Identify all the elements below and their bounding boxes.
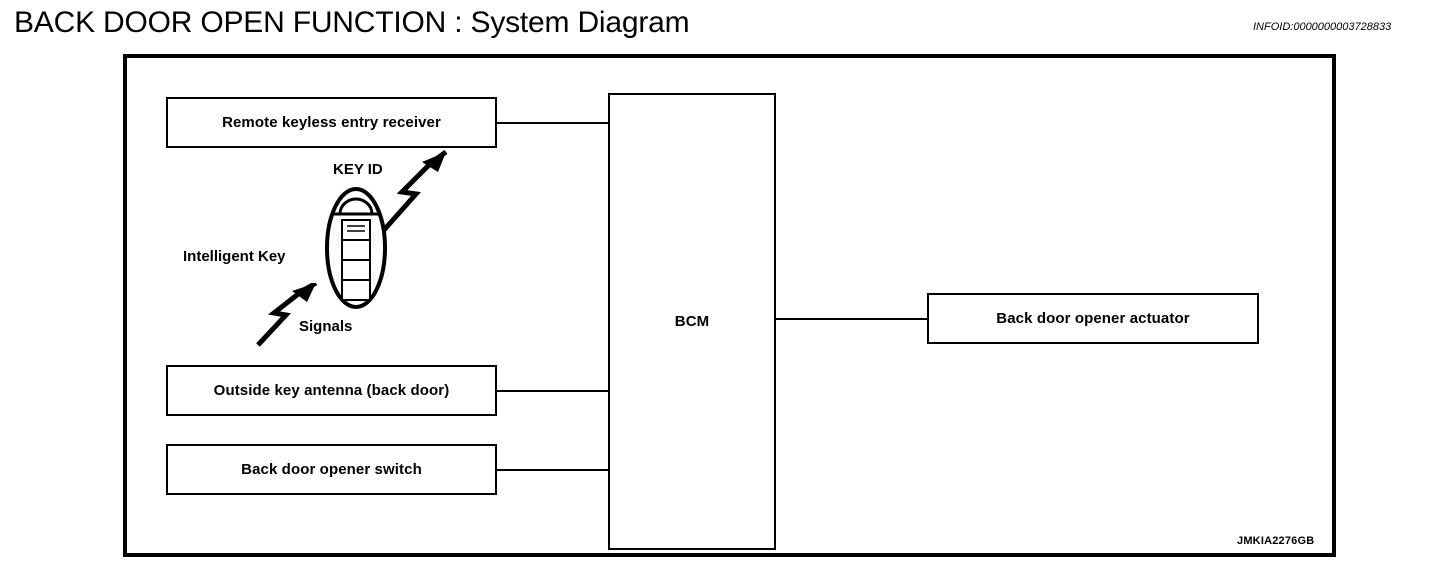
wire-bcm-to-actuator <box>776 318 929 320</box>
figure-code: JMKIA2276GB <box>1237 535 1315 547</box>
signal-arrow-icon <box>382 150 448 232</box>
block-back-door-opener-switch: Back door opener switch <box>166 444 497 495</box>
key-id-label: KEY ID <box>333 161 383 178</box>
wire-receiver-to-bcm <box>497 122 610 124</box>
block-bcm: BCM <box>608 93 776 550</box>
block-label: Remote keyless entry receiver <box>222 113 441 131</box>
block-remote-keyless-entry-receiver: Remote keyless entry receiver <box>166 97 497 148</box>
signal-arrow-icon <box>256 283 318 347</box>
infoid-label: INFOID:0000000003728833 <box>1253 21 1392 33</box>
wire-antenna-to-bcm <box>497 390 610 392</box>
key-fob-icon <box>325 187 387 309</box>
block-outside-key-antenna: Outside key antenna (back door) <box>166 365 497 416</box>
block-back-door-opener-actuator: Back door opener actuator <box>927 293 1259 344</box>
signals-label: Signals <box>299 318 353 335</box>
block-label: Back door opener switch <box>241 460 422 478</box>
block-label: Outside key antenna (back door) <box>213 381 450 399</box>
block-label: Back door opener actuator <box>996 309 1190 327</box>
block-label: BCM <box>674 312 710 330</box>
wire-switch-to-bcm <box>497 469 610 471</box>
page-title: BACK DOOR OPEN FUNCTION : System Diagram <box>14 6 690 39</box>
intelligent-key-label: Intelligent Key <box>183 248 286 265</box>
